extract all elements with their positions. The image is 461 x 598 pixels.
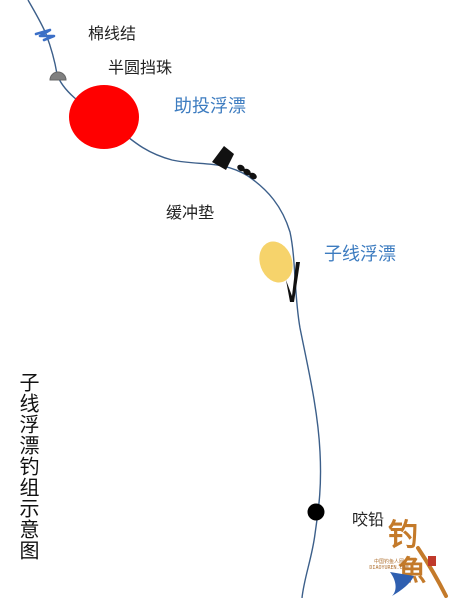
cotton-knot-icon [34, 28, 56, 42]
label-buffer-pad: 缓冲垫 [166, 203, 215, 222]
half-bead-icon [49, 71, 67, 81]
label-split-shot: 咬铅 [352, 510, 385, 529]
label-cast-float: 助投浮漂 [174, 96, 246, 117]
logo-tagline: 中国钓鱼人网 [373, 559, 404, 565]
logo-site: DIAOYUREN.COM [369, 564, 409, 571]
label-sub-float: 子线浮漂 [324, 244, 396, 265]
label-half-bead: 半圆挡珠 [108, 58, 173, 77]
sub-float-holder-icon [286, 262, 300, 302]
fishing-line [27, 0, 322, 598]
label-cotton-knot: 棉线结 [88, 24, 137, 43]
cast-float-icon [69, 85, 139, 149]
split-shot-icon [307, 503, 325, 521]
logo-emblem: 钓 魚 [388, 518, 448, 598]
buffer-pad-icon [212, 146, 234, 170]
buffer-beads-icon [237, 164, 257, 180]
logo-text: 中国钓鱼人网 DIAOYUREN.COM [368, 559, 410, 571]
sub-float-icon [259, 241, 293, 283]
diagram-title: 子线浮漂钓组示意图 [16, 372, 40, 561]
svg-text:钓: 钓 [388, 518, 418, 553]
